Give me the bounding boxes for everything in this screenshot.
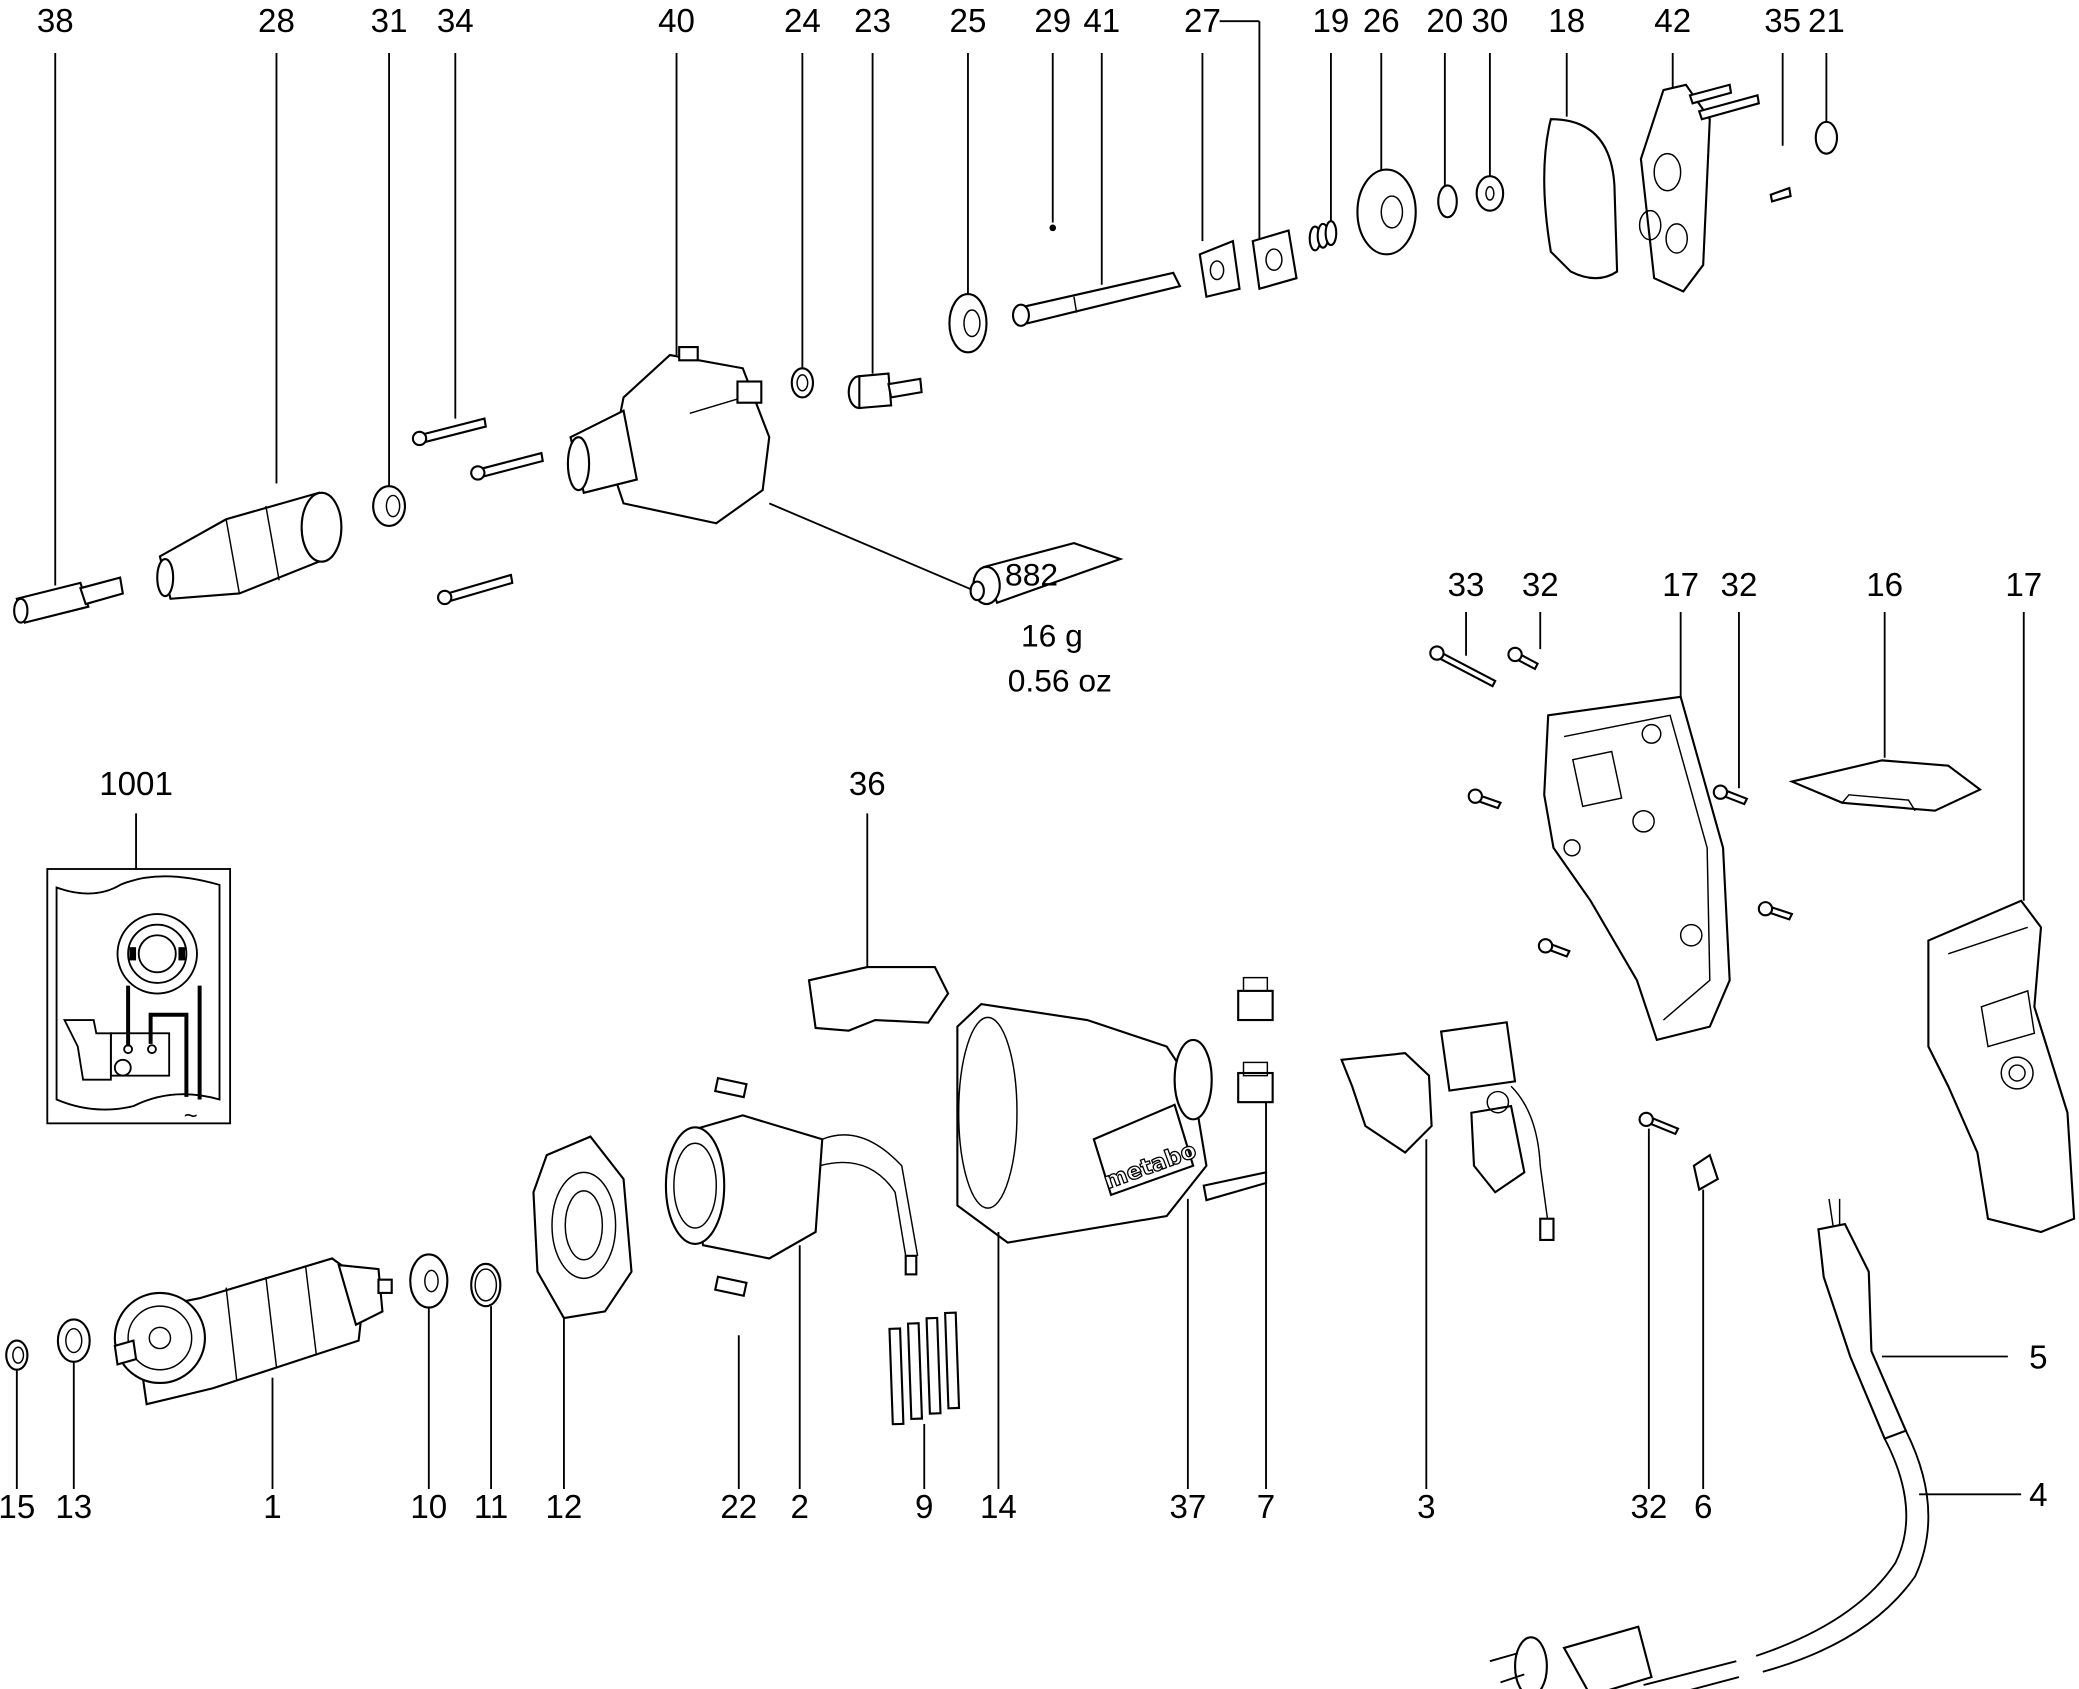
part-40-gear-housing <box>566 346 771 525</box>
part-7-brush-holders <box>1237 976 1274 1104</box>
part-17-handle-half-left <box>1543 695 1731 1042</box>
part-2-field-coil <box>664 1114 919 1276</box>
part-37-strip <box>1202 1171 1268 1202</box>
part-3-switch <box>1340 1021 1555 1241</box>
callout-27: 27 <box>1184 3 1221 40</box>
top-callouts: 38 28 31 34 40 24 23 25 29 41 27 19 26 2… <box>37 3 1845 40</box>
part-22-brush-top <box>713 1076 748 1099</box>
part-5-cord-sleeve <box>1817 1198 1908 1440</box>
callout-29: 29 <box>1034 3 1071 40</box>
callout-17-b: 17 <box>2005 567 2042 604</box>
inset-frame <box>46 868 232 1125</box>
part-18-gasket <box>1543 118 1619 280</box>
callout-1: 1 <box>263 1489 281 1526</box>
callout-16: 16 <box>1866 567 1903 604</box>
part-14-motor-housing: metabo <box>956 1003 1213 1244</box>
callout-4: 4 <box>2029 1477 2047 1514</box>
part-4-power-cord <box>1489 1430 1930 1689</box>
callout-32-b: 32 <box>1721 567 1758 604</box>
part-9-tubes <box>888 1311 961 1426</box>
part-12-bearing-support <box>532 1135 633 1320</box>
part-35-screw <box>1769 186 1792 203</box>
part-33-32-screws <box>1429 645 1794 1136</box>
callout-23: 23 <box>854 3 891 40</box>
part-24-washer <box>790 367 815 399</box>
wiring-inset-1001: 1001 ~ <box>46 766 232 1129</box>
part-21-nut <box>1814 120 1839 155</box>
part-27-clutch <box>1198 229 1298 299</box>
bottom-leader-lines <box>15 1102 2022 1496</box>
callout-37: 37 <box>1169 1489 1206 1526</box>
callout-35: 35 <box>1764 3 1801 40</box>
callout-7: 7 <box>1257 1489 1275 1526</box>
part-1-armature <box>113 1257 393 1406</box>
part-17-handle-half-right <box>1927 899 2076 1234</box>
part-28-chuck <box>156 491 343 600</box>
callout-22: 22 <box>720 1489 757 1526</box>
callout-14: 14 <box>980 1489 1017 1526</box>
callout-1001: 1001 <box>99 766 173 803</box>
callout-38: 38 <box>37 3 74 40</box>
part-16-switch-cover <box>1788 759 1983 812</box>
callout-17-a: 17 <box>1662 567 1699 604</box>
callout-12: 12 <box>546 1489 583 1526</box>
callout-24: 24 <box>784 3 821 40</box>
part-6-cord-clamp <box>1692 1153 1720 1192</box>
callout-15: 15 <box>0 1489 35 1526</box>
callout-32-c: 32 <box>1630 1489 1667 1526</box>
callout-25: 25 <box>950 3 987 40</box>
grease-code: 882 <box>1005 557 1058 593</box>
callout-20: 20 <box>1426 3 1463 40</box>
part-26-gear <box>1356 168 1417 256</box>
callout-5: 5 <box>2029 1339 2047 1376</box>
callout-32-a: 32 <box>1522 567 1559 604</box>
grease-weight-oz: 0.56 oz <box>1008 662 1112 698</box>
callout-36: 36 <box>849 766 886 803</box>
callout-26: 26 <box>1363 3 1400 40</box>
callout-33: 33 <box>1448 567 1485 604</box>
part-19-spring <box>1308 220 1338 252</box>
part-13-bearing <box>56 1318 91 1363</box>
callout-42: 42 <box>1654 3 1691 40</box>
callout-28: 28 <box>258 3 295 40</box>
callout-9: 9 <box>915 1489 933 1526</box>
callout-31: 31 <box>371 3 408 40</box>
callout-11: 11 <box>474 1489 508 1526</box>
part-42-bearing-plate <box>1638 83 1761 293</box>
part-34-screws <box>411 417 544 606</box>
top-leader-lines <box>54 20 1828 586</box>
part-38-bit-holder <box>13 576 125 624</box>
part-29-ball <box>1049 224 1057 232</box>
part-20-ring <box>1437 184 1458 219</box>
part-23-spindle <box>847 372 923 410</box>
callout-34: 34 <box>437 3 474 40</box>
callout-18: 18 <box>1548 3 1585 40</box>
callout-41: 41 <box>1083 3 1120 40</box>
callout-30: 30 <box>1471 3 1508 40</box>
callout-6: 6 <box>1694 1489 1712 1526</box>
part-22-brush-bottom <box>713 1275 748 1298</box>
grease-weight-g: 16 g <box>1021 617 1083 653</box>
callout-2: 2 <box>791 1489 809 1526</box>
bottom-callouts: 15 13 1 10 11 12 22 2 9 14 37 7 3 32 6 5… <box>0 1339 2048 1526</box>
handle-callouts: 33 32 17 32 16 17 <box>1448 567 2042 901</box>
ac-symbol: ~ <box>184 1102 198 1129</box>
part-25-gear <box>948 293 988 354</box>
part-30-washer <box>1475 175 1505 212</box>
part-15-nut <box>5 1339 29 1371</box>
callout-13: 13 <box>55 1489 92 1526</box>
callout-40: 40 <box>658 3 695 40</box>
part-36-label-plate: 36 <box>807 766 950 1032</box>
callout-21: 21 <box>1808 3 1845 40</box>
callout-10: 10 <box>410 1489 447 1526</box>
part-31-nut <box>372 485 407 527</box>
grease-tube: 882 16 g 0.56 oz <box>768 502 1124 698</box>
callout-3: 3 <box>1417 1489 1435 1526</box>
part-10-bearing <box>409 1253 449 1309</box>
part-41-shaft <box>1011 271 1182 327</box>
callout-19: 19 <box>1313 3 1350 40</box>
